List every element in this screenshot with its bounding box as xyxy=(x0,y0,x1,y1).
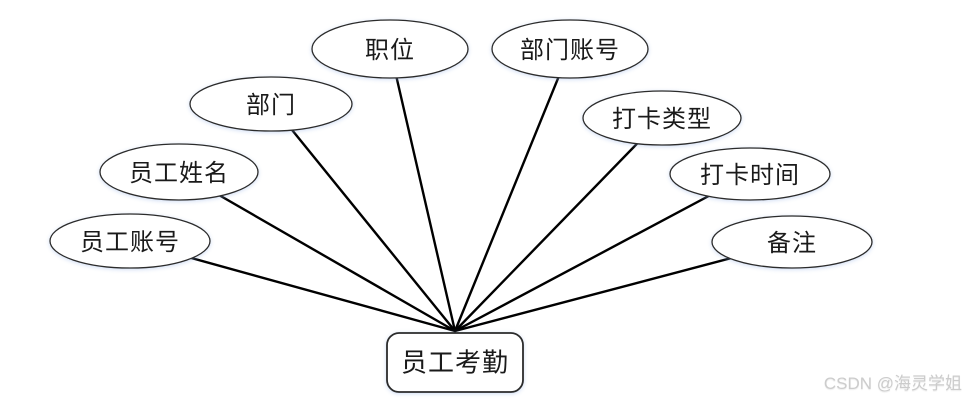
attribute-ellipse xyxy=(711,215,873,269)
attribute-label: 备注 xyxy=(767,229,817,257)
connector-line-department-account xyxy=(453,47,572,333)
attribute-label: 打卡时间 xyxy=(700,161,800,189)
watermark: CSDN @海灵学姐 xyxy=(823,374,962,393)
connector-line-clockin-time xyxy=(453,172,752,333)
entity-rect xyxy=(386,332,524,393)
attribute-ellipse xyxy=(189,76,353,132)
connector-line-clockin-type xyxy=(453,116,664,333)
attribute-node-employee-account: 员工账号 xyxy=(49,213,211,269)
attribute-label: 员工账号 xyxy=(80,228,180,256)
connector-line-employee-name xyxy=(177,170,457,333)
attribute-node-department-account: 部门账号 xyxy=(491,19,649,79)
attribute-label: 员工姓名 xyxy=(129,159,229,187)
attribute-node-position: 职位 xyxy=(311,19,469,79)
entity-node-employee-attendance: 员工考勤 xyxy=(386,332,524,393)
attribute-label: 部门 xyxy=(246,91,296,119)
connector-line-department xyxy=(269,102,457,333)
attribute-label: 职位 xyxy=(365,36,415,64)
attribute-node-remark: 备注 xyxy=(711,215,873,269)
attribute-label: 部门账号 xyxy=(520,36,620,64)
attribute-ellipse xyxy=(99,143,259,201)
attribute-ellipse xyxy=(311,19,469,79)
attribute-ellipse xyxy=(669,147,831,201)
connector-line-position xyxy=(388,47,457,333)
attribute-node-clockin-type: 打卡类型 xyxy=(582,90,742,146)
attribute-ellipse xyxy=(582,90,742,146)
attribute-ellipse xyxy=(49,213,211,269)
attribute-node-department: 部门 xyxy=(189,76,353,132)
entity-label: 员工考勤 xyxy=(401,349,509,379)
attribute-label: 打卡类型 xyxy=(612,105,712,133)
attribute-ellipse xyxy=(491,19,649,79)
attribute-node-clockin-time: 打卡时间 xyxy=(669,147,831,201)
attribute-node-employee-name: 员工姓名 xyxy=(99,143,259,201)
